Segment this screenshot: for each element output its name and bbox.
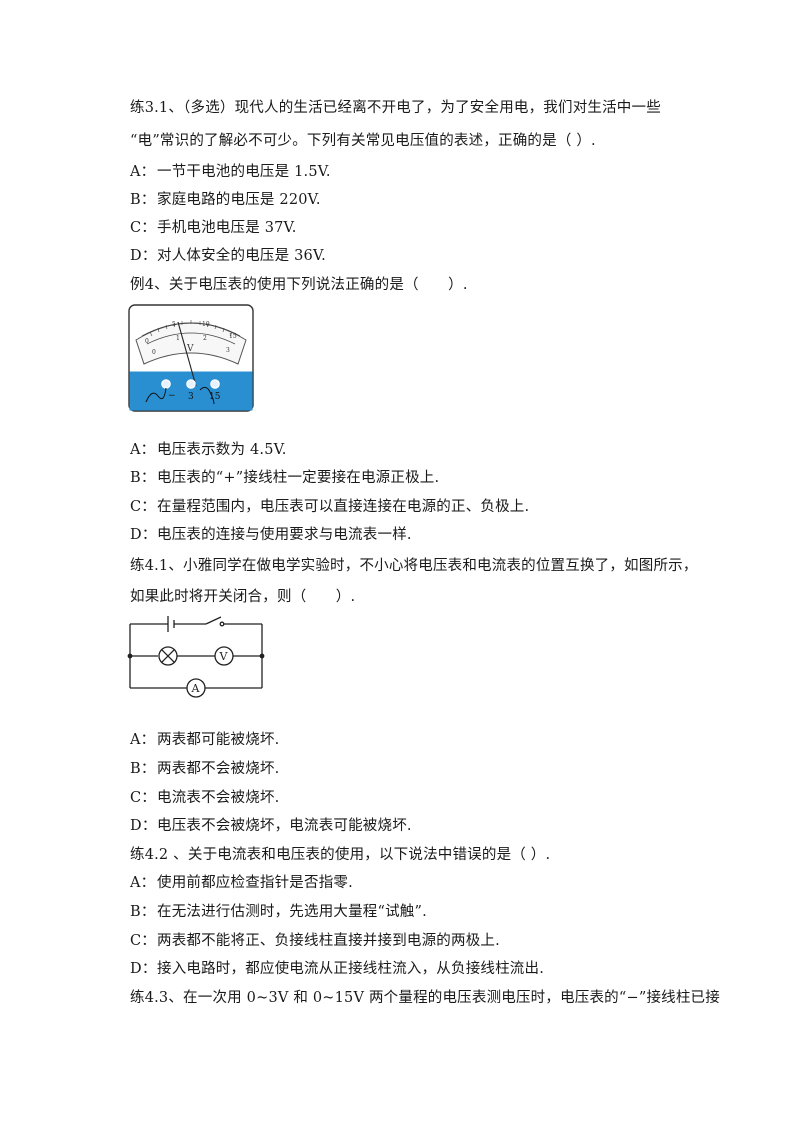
meter-wire-left: [145, 387, 167, 403]
meter-outer-scale-10: 10: [202, 321, 210, 328]
q4-1-stem-line2: 如果此时将开关闭合，则（ ）.: [130, 589, 356, 605]
ex4-option-b: B：电压表的“+”接线柱一定要接在电源正极上.: [130, 470, 440, 486]
q3-1-option-b: B：家庭电路的电压是 220V.: [130, 192, 321, 208]
meter-outer-scale-5: 5: [172, 321, 176, 328]
q4-2-option-a: A：使用前都应检查指针是否指零.: [130, 875, 353, 891]
q4-3-stem: 练4.3、在一次用 0~3V 和 0~15V 两个量程的电压表测电压时，电压表的…: [130, 990, 720, 1006]
meter-outer-scale-15: 15: [229, 333, 237, 340]
meter-wire-right: [199, 386, 215, 405]
q4-2-option-d: D：接入电路时，都应使电流从正接线柱流入，从负接线柱流出.: [130, 961, 545, 977]
terminal-label-negative: −: [168, 391, 176, 401]
q4-1-option-c: C：电流表不会被烧坏.: [130, 790, 280, 806]
q4-1-option-b: B：两表都不会被烧坏.: [130, 761, 280, 777]
ex4-option-c: C：在量程范围内，电压表可以直接连接在电源的正、负极上.: [130, 499, 530, 515]
meter-terminal-panel: [129, 371, 253, 411]
ammeter-label: A: [191, 682, 201, 695]
voltmeter-figure: 0 5 10 15 0 1 2 3 V − 3 15: [128, 304, 254, 412]
meter-inner-scale-2: 2: [203, 335, 207, 342]
q4-2-stem: 练4.2 、关于电流表和电压表的使用，以下说法中错误的是（ ）.: [130, 847, 551, 863]
voltmeter-label: V: [219, 650, 229, 663]
q3-1-option-d: D：对人体安全的电压是 36V.: [130, 248, 326, 264]
switch-contact: [219, 621, 225, 627]
q4-2-option-b: B：在无法进行估测时，先选用大量程“试触”.: [130, 904, 427, 920]
circuit-diagram: V A: [127, 616, 265, 698]
q3-1-stem-line1: 练3.1、（多选）现代人的生活已经离不开电了，为了安全用电，我们对生活中一些: [130, 100, 661, 116]
ex4-option-a: A：电压表示数为 4.5V.: [130, 442, 287, 458]
meter-outer-scale-0: 0: [145, 338, 149, 345]
q4-1-option-d: D：电压表不会被烧坏，电流表可能被烧坏.: [130, 818, 412, 834]
terminal-label-3: 3: [188, 392, 194, 402]
junction-left: [127, 653, 133, 659]
ex4-option-d: D：电压表的连接与使用要求与电流表一样.: [130, 527, 412, 543]
meter-inner-scale-3: 3: [226, 347, 230, 354]
meter-needle: [177, 321, 197, 387]
terminal-15: [210, 379, 220, 389]
ex4-stem: 例4、关于电压表的使用下列说法正确的是（ ）.: [130, 277, 468, 293]
q4-2-option-c: C：两表都不能将正、负接线柱直接并接到电源的两极上.: [130, 933, 500, 949]
q3-1-stem-line2: “电”常识的了解必不可少。下列有关常见电压值的表述，正确的是（ ）.: [130, 133, 596, 149]
terminal-3: [186, 379, 196, 389]
terminal-negative: [161, 379, 171, 389]
meter-inner-scale-0: 0: [152, 349, 156, 356]
q4-1-option-a: A：两表都可能被烧坏.: [130, 732, 280, 748]
junction-right: [259, 653, 265, 659]
q3-1-option-c: C：手机电池电压是 37V.: [130, 220, 297, 236]
meter-unit: V: [186, 344, 194, 354]
switch-blade: [205, 616, 222, 625]
q4-1-stem-line1: 练4.1、小雅同学在做电学实验时，不小心将电压表和电流表的位置互换了，如图所示，: [130, 558, 698, 574]
terminal-label-15: 15: [209, 392, 221, 402]
meter-inner-scale-1: 1: [176, 335, 180, 342]
q3-1-option-a: A：一节干电池的电压是 1.5V.: [130, 164, 331, 180]
